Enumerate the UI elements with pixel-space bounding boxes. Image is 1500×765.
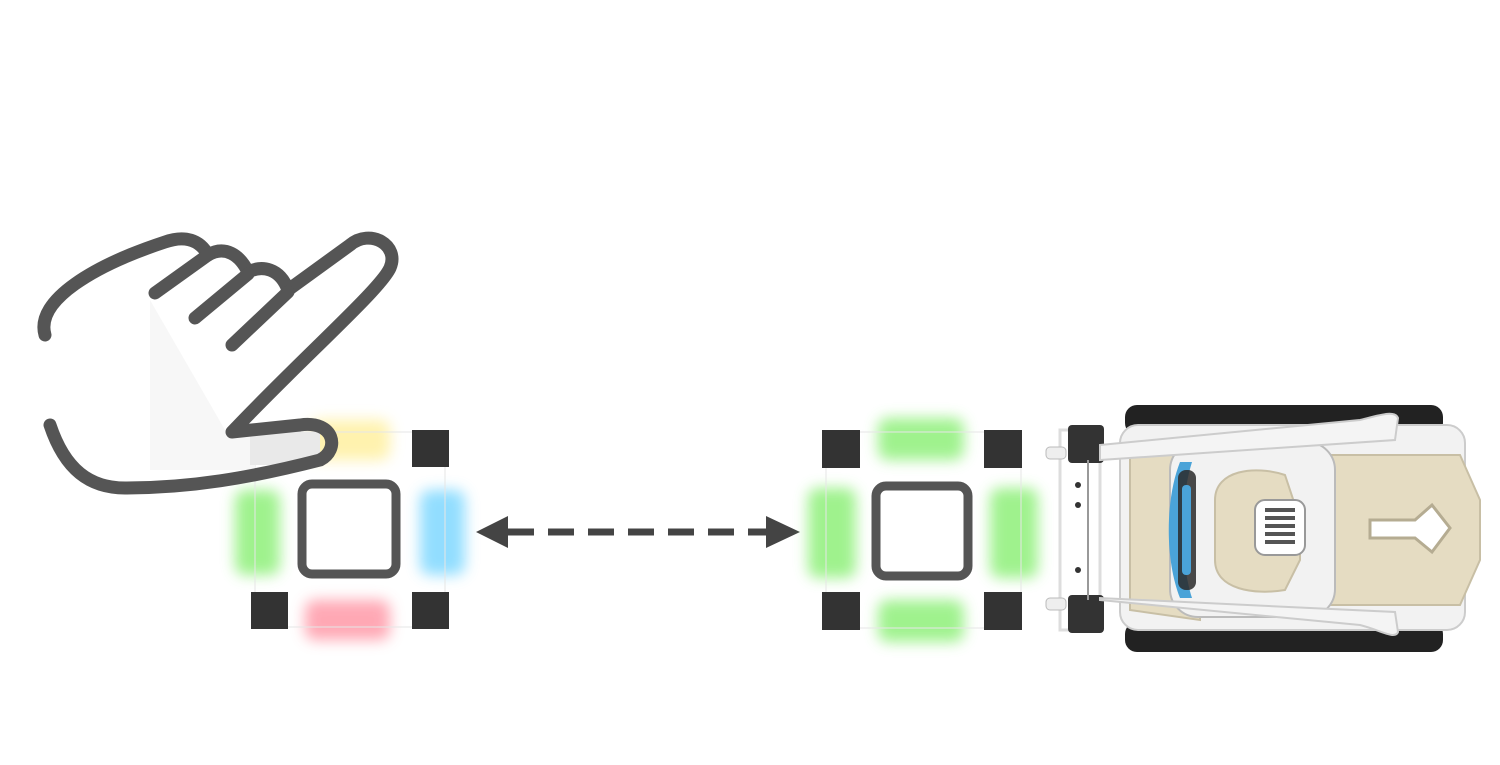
right-cube-right-light [990, 488, 1038, 578]
left-cube-corner-block [412, 430, 449, 467]
bidirectional-dashed-arrow [476, 516, 800, 548]
right-light-cube [808, 418, 1038, 642]
right-cube-left-light [808, 488, 856, 578]
left-cube-corner-block [251, 592, 288, 629]
right-cube-bottom-light [878, 600, 964, 642]
left-cube-center-square [297, 479, 401, 579]
right-cube-corner-block [822, 430, 860, 468]
left-cube-right-light [420, 490, 465, 575]
arrow-left-head [476, 516, 508, 548]
left-cube-corner-block [412, 592, 449, 629]
right-cube-corner-block [984, 430, 1022, 468]
right-cube-corner-block [984, 592, 1022, 630]
left-cube-bottom-light [305, 600, 390, 640]
arrow-right-head [766, 516, 800, 548]
robot-vent [1265, 508, 1295, 544]
left-light-cube [235, 420, 465, 640]
right-cube-top-light [878, 418, 964, 460]
tap-hand-icon [37, 231, 399, 495]
robot-icon [1045, 405, 1481, 652]
right-cube-center-square [871, 481, 973, 581]
left-cube-left-light [235, 490, 280, 575]
right-cube-corner-block [822, 592, 860, 630]
